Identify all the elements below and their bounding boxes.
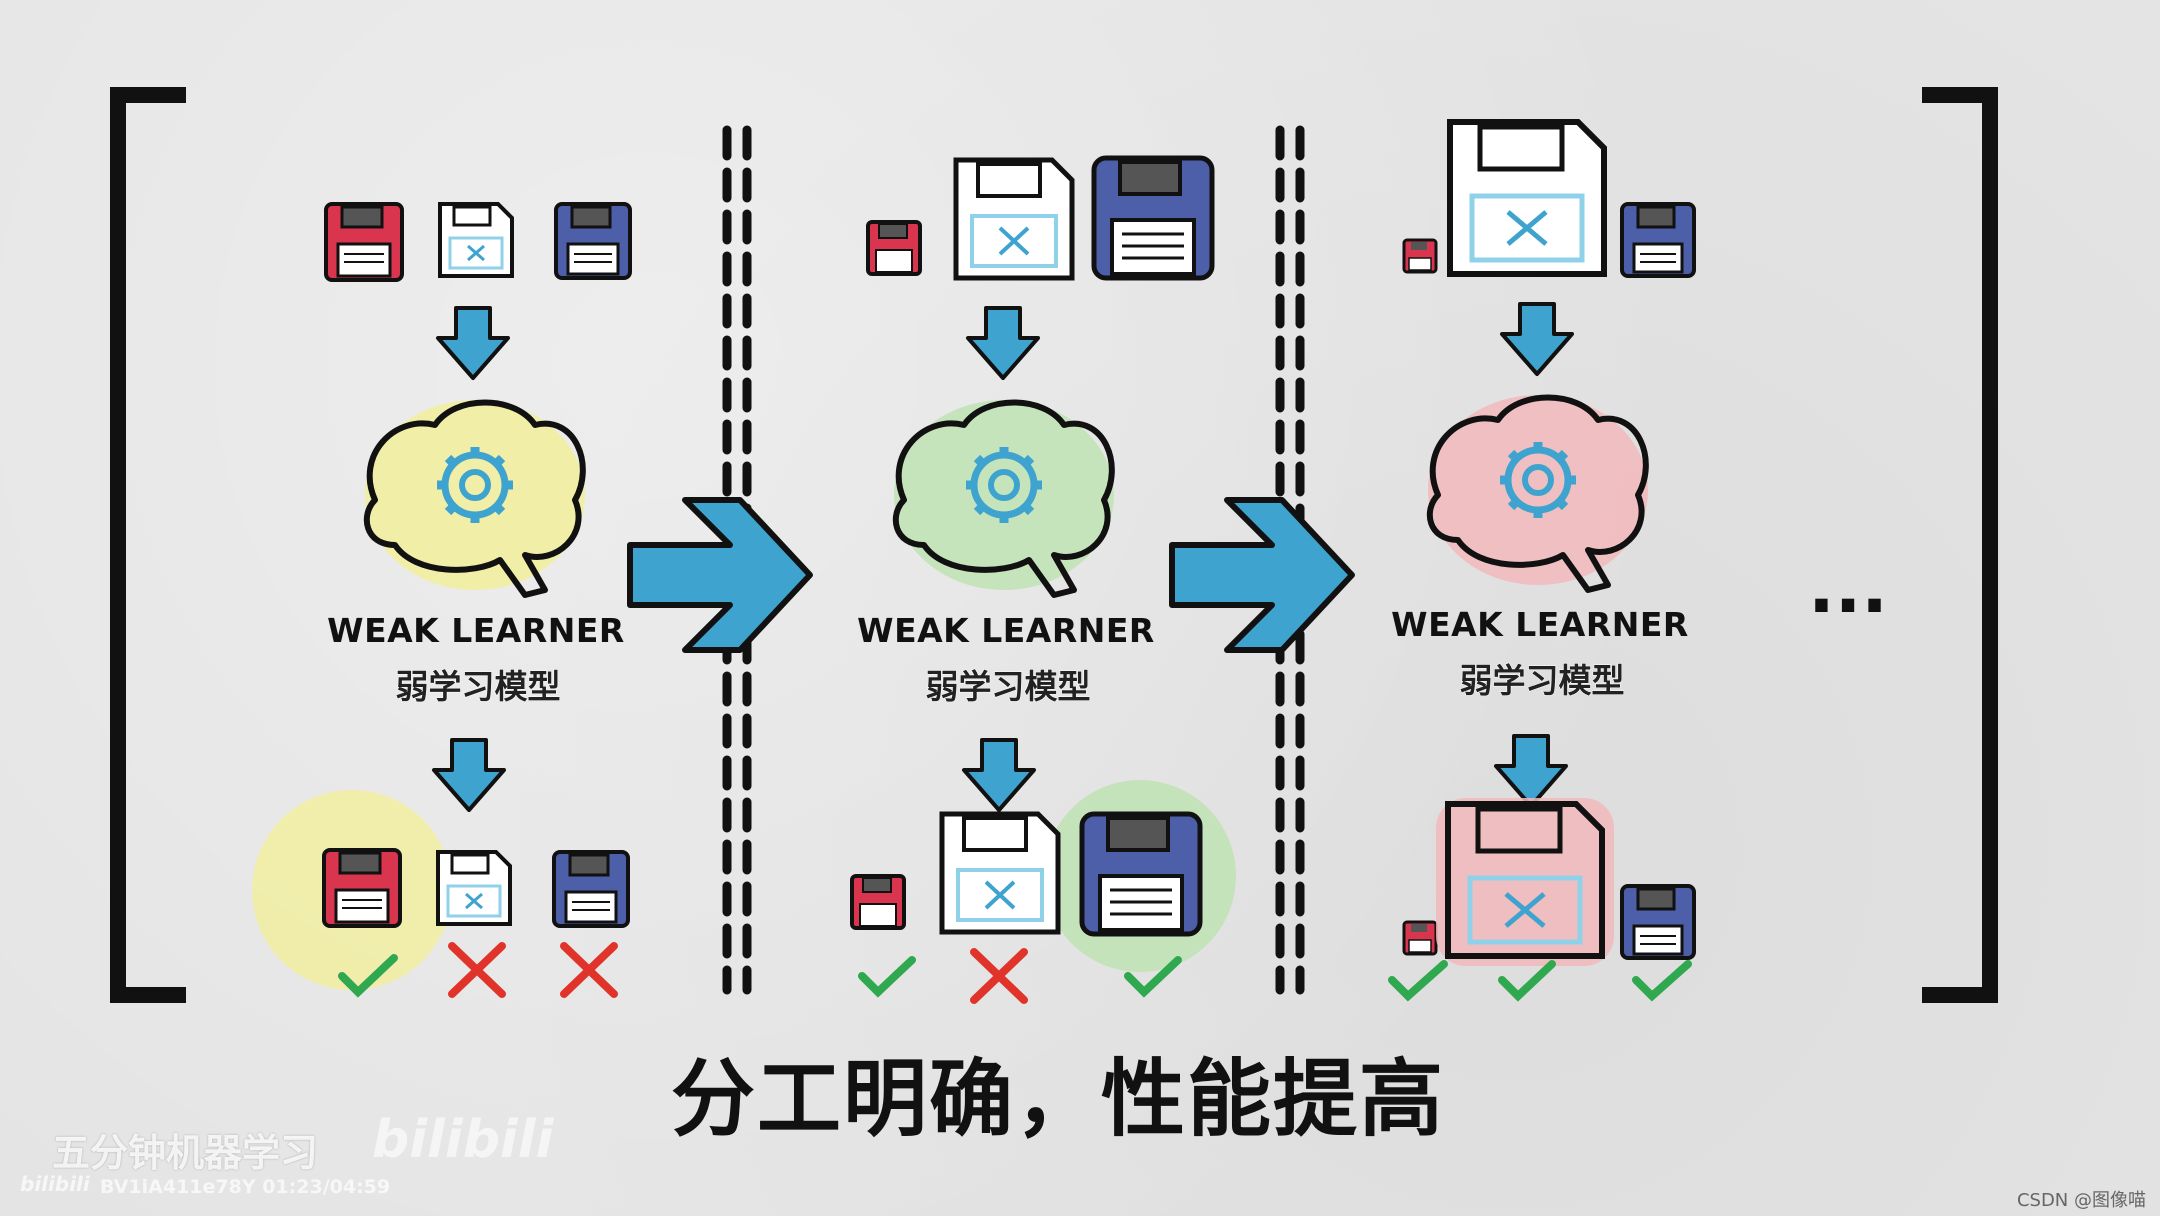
- right-bracket: [1922, 95, 1990, 995]
- left-bracket: [118, 95, 186, 995]
- brain-gear-icon: [1428, 395, 1648, 590]
- down-arrow-icon: [1496, 736, 1566, 806]
- floppy-disk-icon: [1404, 240, 1436, 272]
- down-arrow-icon: [1502, 304, 1572, 374]
- floppy-disk-icon: [1622, 204, 1694, 276]
- floppy-disk-icon: [438, 852, 510, 924]
- credit-watermark: CSDN @图像喵: [2017, 1186, 2146, 1212]
- ellipsis: ...: [1808, 547, 1888, 629]
- floppy-disk-icon: [554, 852, 628, 926]
- check-icon: [1502, 964, 1552, 996]
- floppy-disk-icon: [324, 850, 400, 926]
- panel-1: WEAK LEARNER 弱学习模型: [252, 204, 630, 994]
- floppy-disk-icon: [1404, 922, 1436, 954]
- cross-icon: [974, 952, 1024, 1000]
- floppy-disk-icon: [1450, 122, 1604, 274]
- floppy-disk-icon: [852, 876, 904, 928]
- down-arrow-icon: [434, 740, 504, 810]
- weak-learner-zh-label: 弱学习模型: [396, 667, 561, 706]
- bilibili-logo-small: bilibili: [20, 1172, 90, 1196]
- floppy-disk-icon: [556, 204, 630, 278]
- weak-learner-label: WEAK LEARNER: [1391, 605, 1689, 644]
- video-info: BV1iA411e78Y 01:23/04:59: [100, 1176, 390, 1198]
- floppy-disk-icon: [326, 204, 402, 280]
- caption: 分工明确，性能提高: [671, 1050, 1445, 1148]
- panel-3: WEAK LEARNER 弱学习模型: [1391, 122, 1694, 996]
- cross-icon: [452, 946, 502, 994]
- down-arrow-icon: [438, 308, 508, 378]
- right-arrow-icon: [1172, 500, 1352, 650]
- right-arrow-icon: [630, 500, 810, 650]
- down-arrow-icon: [964, 740, 1034, 810]
- cross-icon: [564, 946, 614, 994]
- weak-learner-zh-label: 弱学习模型: [1460, 661, 1625, 700]
- floppy-disk-icon: [956, 160, 1072, 278]
- check-icon: [1636, 964, 1688, 996]
- floppy-disk-icon: [1082, 814, 1200, 934]
- weak-learner-zh-label: 弱学习模型: [926, 667, 1091, 706]
- floppy-disk-icon: [1436, 798, 1614, 966]
- floppy-disk-icon: [440, 204, 512, 276]
- weak-learner-label: WEAK LEARNER: [327, 611, 625, 650]
- bilibili-logo: bilibili: [372, 1110, 553, 1170]
- weak-learner-label: WEAK LEARNER: [857, 611, 1155, 650]
- brain-gear-icon: [894, 400, 1114, 595]
- brain-gear-icon: [365, 400, 585, 595]
- check-icon: [862, 960, 912, 992]
- down-arrow-icon: [968, 308, 1038, 378]
- floppy-disk-icon: [868, 222, 920, 274]
- floppy-disk-icon: [1622, 886, 1694, 958]
- floppy-disk-icon: [1094, 158, 1212, 278]
- check-icon: [1392, 964, 1444, 996]
- channel-watermark: 五分钟机器学习: [52, 1122, 318, 1177]
- floppy-disk-icon: [942, 814, 1058, 932]
